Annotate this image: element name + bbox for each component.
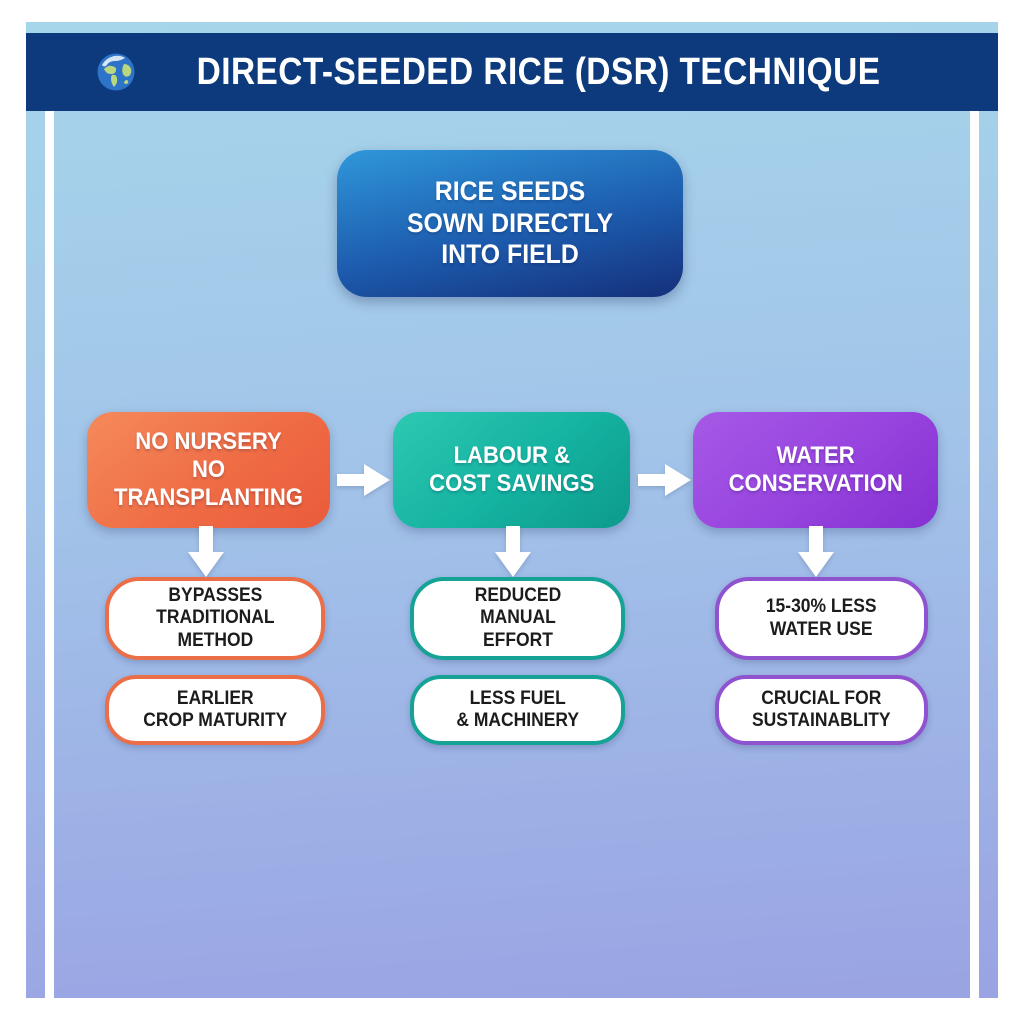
pill-text: BYPASSES TRADITIONAL METHOD: [155, 585, 275, 651]
infographic-card: DIRECT-SEEDED RICE (DSR) TECHNIQUE RICE …: [26, 22, 998, 1008]
down-arrow-icon: [493, 526, 533, 583]
intro-box: RICE SEEDS SOWN DIRECTLY INTO FIELD: [337, 150, 683, 297]
pill-text: 15-30% LESS WATER USE: [766, 596, 877, 640]
globe-americas-icon: [96, 52, 136, 92]
pill-reduced-manual-effort: REDUCED MANUAL EFFORT: [410, 577, 625, 660]
pill-text: REDUCED MANUAL EFFORT: [474, 585, 561, 651]
pill-earlier-crop-maturity: EARLIER CROP MATURITY: [105, 675, 325, 745]
down-arrow-icon: [186, 526, 226, 583]
right-arrow-icon: [337, 460, 391, 505]
pill-text: EARLIER CROP MATURITY: [142, 687, 288, 731]
down-arrow-icon: [796, 526, 836, 583]
pill-text: CRUCIAL FOR SUSTAINABLITY: [752, 687, 891, 731]
pill-less-water-use: 15-30% LESS WATER USE: [715, 577, 928, 660]
header-bar: DIRECT-SEEDED RICE (DSR) TECHNIQUE: [26, 33, 998, 111]
pill-text: LESS FUEL & MACHINERY: [456, 687, 579, 731]
node-water-conservation-label: WATER CONSERVATION: [728, 441, 903, 497]
page-title: DIRECT-SEEDED RICE (DSR) TECHNIQUE: [197, 50, 881, 93]
pill-crucial-sustainability: CRUCIAL FOR SUSTAINABLITY: [715, 675, 928, 745]
intro-box-text: RICE SEEDS SOWN DIRECTLY INTO FIELD: [406, 175, 614, 270]
node-no-nursery-label: NO NURSERY NO TRANSPLANTING: [114, 427, 303, 512]
pill-less-fuel-machinery: LESS FUEL & MACHINERY: [410, 675, 625, 745]
pill-bypasses-traditional-method: BYPASSES TRADITIONAL METHOD: [105, 577, 325, 660]
node-no-nursery: NO NURSERY NO TRANSPLANTING: [87, 412, 330, 528]
node-labour-cost-savings: LABOUR & COST SAVINGS: [393, 412, 630, 528]
node-water-conservation: WATER CONSERVATION: [693, 412, 938, 528]
right-arrow-icon: [638, 460, 692, 505]
node-labour-cost-label: LABOUR & COST SAVINGS: [428, 441, 595, 497]
